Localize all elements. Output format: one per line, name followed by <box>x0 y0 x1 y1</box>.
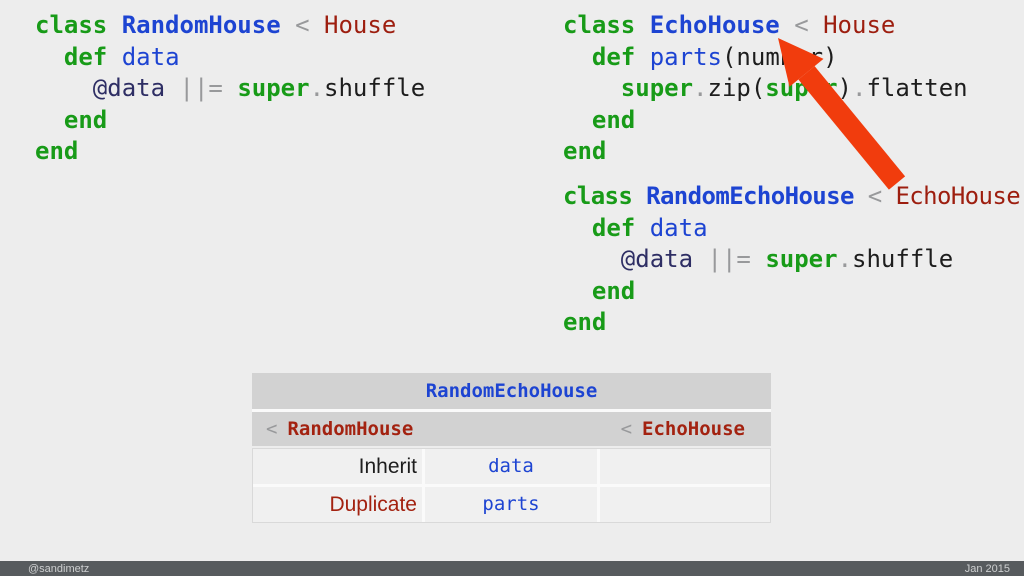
parent-left-name: RandomHouse <box>287 418 414 440</box>
code-line: def data <box>591 213 708 242</box>
row-note-inherit <box>600 449 770 484</box>
code-line: end <box>63 105 108 134</box>
row-label-inherit: Inherit <box>253 449 422 484</box>
row-note-duplicate <box>600 487 770 522</box>
parent-right-name: EchoHouse <box>642 418 745 440</box>
less-than-icon: < <box>620 418 633 440</box>
table-parents-row: < RandomHouse < EchoHouse <box>252 412 771 446</box>
code-line: end <box>591 276 636 305</box>
code-line: super.zip(super).flatten <box>620 74 968 102</box>
code-block-randomechohouse: class RandomEchoHouse < EchoHouse def da… <box>563 181 1021 339</box>
code-block-echohouse: class EchoHouse < House def parts(number… <box>563 10 968 168</box>
row-label-duplicate: Duplicate <box>253 487 422 522</box>
less-than-icon: < <box>266 418 278 440</box>
code-line: class RandomEchoHouse < EchoHouse <box>563 182 1021 210</box>
parent-right: < EchoHouse <box>621 412 745 446</box>
inheritance-table: RandomEchoHouse <RandomHouse <EchoHouse … <box>252 373 771 523</box>
footer-handle: @sandimetz <box>28 562 90 575</box>
code-line: @data ||= super.shuffle <box>92 74 426 102</box>
row-method-duplicate: parts <box>425 487 597 522</box>
code-line: end <box>563 137 607 165</box>
code-line: def parts(number) <box>591 42 838 71</box>
code-line: class RandomHouse < House <box>35 11 397 39</box>
code-line: @data ||= super.shuffle <box>620 245 954 273</box>
footer-date: Jan 2015 <box>964 562 1010 575</box>
table-title: RandomEchoHouse <box>252 373 771 412</box>
code-line: end <box>591 105 636 134</box>
footer-bar: @sandimetz Jan 2015 <box>0 561 1024 576</box>
row-method-inherit: data <box>425 449 597 484</box>
code-line: end <box>35 137 79 165</box>
code-line: def data <box>63 42 180 71</box>
code-line: class EchoHouse < House <box>563 11 896 39</box>
table-body: Inherit data Duplicate parts <box>252 448 771 523</box>
code-block-randomhouse: class RandomHouse < House def data @data… <box>35 10 425 168</box>
code-line: end <box>563 308 607 336</box>
parent-left: < RandomHouse <box>266 412 413 446</box>
